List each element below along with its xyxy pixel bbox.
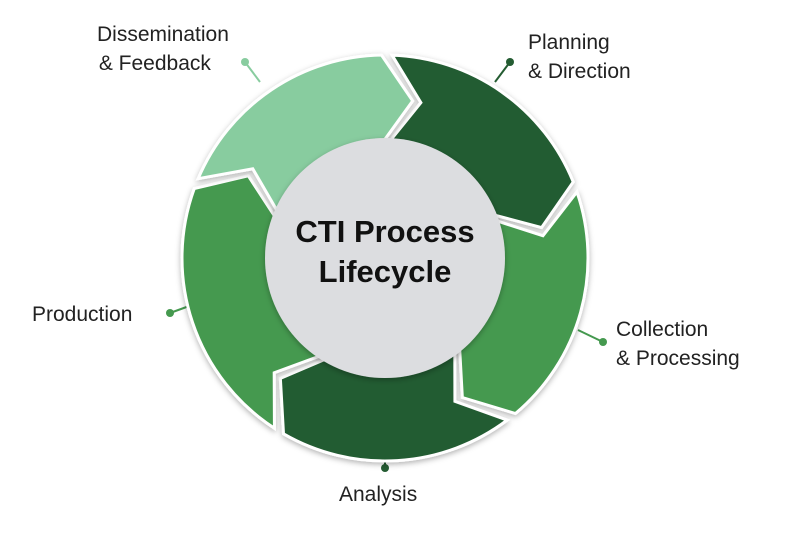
connector-line	[494, 61, 511, 83]
label-line: & Processing	[616, 347, 740, 370]
label-dissemination-feedback: Dissemination & Feedback	[97, 20, 229, 78]
connector-dot	[381, 464, 389, 472]
connector-line	[577, 329, 604, 343]
connector-line	[244, 61, 261, 83]
title-line-2: Lifecycle	[318, 254, 452, 289]
label-line: Planning	[528, 31, 610, 54]
label-collection-processing: Collection & Processing	[616, 315, 740, 373]
label-planning-direction: Planning & Direction	[528, 28, 631, 86]
center-circle	[265, 138, 505, 378]
connector-dot	[166, 309, 174, 317]
label-analysis: Analysis	[339, 480, 417, 509]
label-production: Production	[32, 300, 132, 329]
diagram-title: CTI Process Lifecycle	[265, 212, 505, 292]
label-line: Production	[32, 303, 133, 326]
label-line: Analysis	[339, 483, 418, 506]
label-line: Dissemination	[97, 23, 229, 46]
connector-dot	[506, 58, 514, 66]
label-line: & Feedback	[98, 52, 211, 75]
label-line: & Direction	[528, 60, 631, 83]
connector-dot	[241, 58, 249, 66]
connector-dot	[599, 338, 607, 346]
label-line: Collection	[616, 318, 709, 341]
title-line-1: CTI Process	[295, 214, 475, 249]
